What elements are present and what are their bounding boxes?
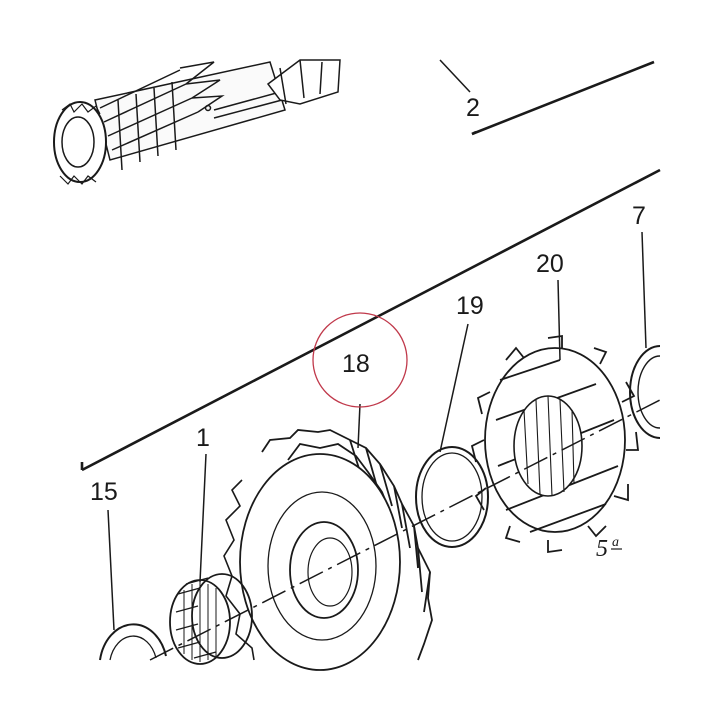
part-18-spur-gear [223,429,433,671]
splined-shaft-part [53,59,341,185]
highlight-circle-18 [312,312,408,408]
leader-20 [557,279,561,361]
sheet-number: 5 [596,536,608,562]
leader-18 [357,403,361,449]
callout-7: 7 [632,202,646,230]
callout-18: 18 [342,350,370,378]
sheet-mark: 5 a [596,535,622,562]
callout-2: 2 [466,94,480,122]
part-19-ring [415,446,489,548]
part-20-splined-gear [470,334,640,554]
leader-15 [107,509,115,631]
part-7-ring [629,345,661,439]
leader-1 [199,453,207,583]
callout-19: 19 [456,292,484,320]
sheet-suffix: a [612,535,619,550]
leader-19 [439,323,469,453]
callout-1: 1 [196,424,210,452]
callout-20: 20 [536,250,564,278]
leader-7 [641,231,647,349]
assembly-line-lower [81,168,661,472]
callout-15: 15 [90,478,118,506]
assembly-line-upper [471,60,655,136]
leader-2 [439,59,471,93]
part-15-washer [99,623,167,661]
centre-axis [149,399,661,661]
